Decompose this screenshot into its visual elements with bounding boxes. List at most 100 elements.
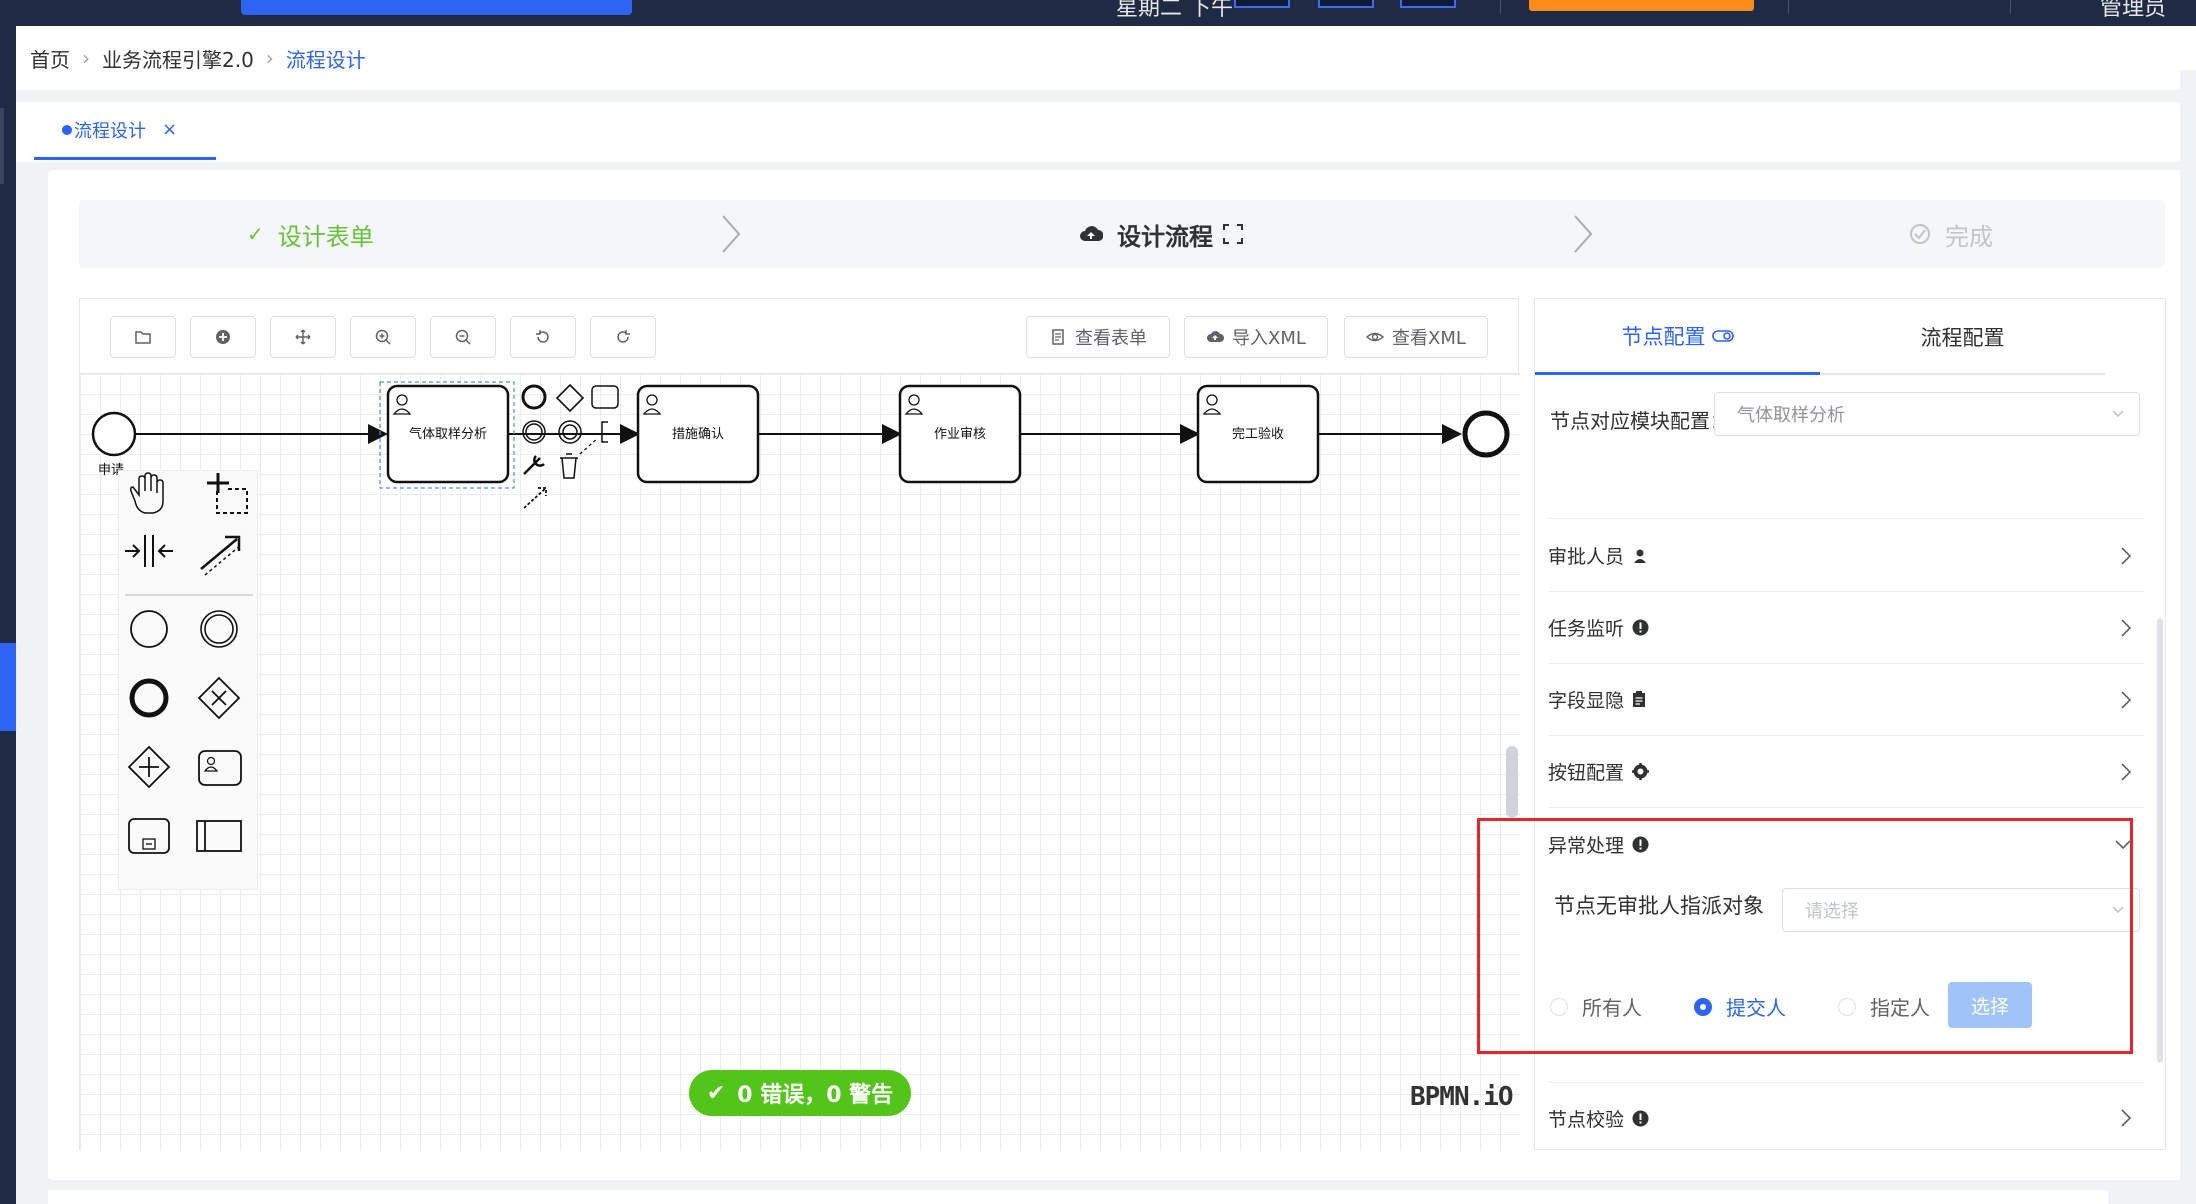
panel-resize-handle[interactable] bbox=[1506, 746, 1518, 818]
bpmn-logo[interactable]: BPMN.iO bbox=[1410, 1082, 1514, 1112]
radio-submitter[interactable]: 提交人 bbox=[1694, 992, 1786, 1021]
user-task[interactable] bbox=[386, 384, 510, 484]
undo-icon bbox=[536, 330, 549, 343]
fit-view-button[interactable] bbox=[270, 316, 336, 358]
chevron-right-icon bbox=[2121, 547, 2132, 565]
diagram-canvas[interactable]: 申请 气体取样分析 措施确认 bbox=[80, 373, 1520, 1151]
pool-icon[interactable] bbox=[196, 820, 242, 852]
zoom-in-button[interactable] bbox=[350, 316, 416, 358]
step-bar: ✓ 设计表单 设计流程 完成 bbox=[79, 200, 2165, 268]
nav-divider bbox=[1788, 0, 1789, 14]
breadcrumb-home[interactable]: 首页 bbox=[30, 47, 70, 72]
space-tool-icon[interactable] bbox=[125, 535, 173, 567]
selection-outline bbox=[379, 381, 515, 489]
user-name[interactable]: 管理员 bbox=[2100, 0, 2167, 21]
step-design-form[interactable]: ✓ 设计表单 bbox=[247, 200, 374, 268]
step-finish[interactable]: 完成 bbox=[1909, 200, 1993, 268]
panel-row-field-visibility[interactable]: 字段显隐 bbox=[1548, 664, 2144, 736]
intermediate-event-icon[interactable] bbox=[200, 610, 238, 648]
append-end-event-icon[interactable] bbox=[521, 384, 547, 410]
import-xml-button[interactable]: 导入XML bbox=[1184, 316, 1328, 358]
annotation-icon[interactable] bbox=[601, 421, 608, 443]
start-event-icon[interactable] bbox=[130, 610, 168, 648]
panel-scrollbar[interactable] bbox=[2157, 618, 2163, 1063]
step-design-process[interactable]: 设计流程 bbox=[1079, 200, 1243, 268]
bpmn-palette bbox=[118, 470, 258, 890]
start-event[interactable] bbox=[91, 411, 137, 457]
zoom-out-button[interactable] bbox=[430, 316, 496, 358]
connect-icon[interactable] bbox=[523, 487, 547, 509]
task-label: 作业审核 bbox=[934, 426, 986, 441]
card-bottom bbox=[48, 1190, 2108, 1204]
close-icon[interactable]: × bbox=[162, 119, 178, 140]
breadcrumb-current: 流程设计 bbox=[285, 47, 366, 72]
alert-icon bbox=[1632, 1110, 1649, 1127]
breadcrumb: 首页 › 业务流程引擎2.0 › 流程设计 bbox=[16, 26, 2196, 90]
nav-box-1[interactable] bbox=[1234, 0, 1290, 8]
view-xml-button[interactable]: 查看XML bbox=[1344, 316, 1488, 358]
clipboard-icon bbox=[1632, 691, 1646, 708]
sidebar-item[interactable] bbox=[0, 108, 4, 184]
end-event[interactable] bbox=[1462, 410, 1510, 458]
chevron-right-icon bbox=[2121, 619, 2132, 637]
lasso-tool-icon[interactable] bbox=[207, 473, 248, 514]
radio-specified-user[interactable]: 指定人 bbox=[1838, 992, 1930, 1021]
new-diagram-button[interactable] bbox=[190, 316, 256, 358]
append-timer-icon[interactable] bbox=[558, 420, 582, 444]
breadcrumb-engine[interactable]: 业务流程引擎2.0 bbox=[102, 47, 254, 72]
check-icon: ✓ bbox=[247, 222, 264, 246]
user-task[interactable] bbox=[636, 384, 760, 484]
nav-orange-button[interactable] bbox=[1529, 0, 1754, 11]
trash-icon[interactable] bbox=[560, 453, 578, 479]
end-event-icon[interactable] bbox=[129, 678, 169, 718]
zoom-out-icon bbox=[455, 329, 471, 345]
open-file-button[interactable] bbox=[110, 316, 176, 358]
lint-status-badge[interactable]: ✔ 0 错误，0 警告 bbox=[689, 1070, 911, 1116]
redo-button[interactable] bbox=[590, 316, 656, 358]
alert-icon bbox=[1632, 836, 1649, 853]
task-icon[interactable] bbox=[198, 750, 242, 786]
subprocess-icon[interactable] bbox=[128, 818, 170, 854]
nav-active-button[interactable] bbox=[241, 0, 632, 15]
append-gateway-icon[interactable] bbox=[555, 383, 585, 413]
radio-circle bbox=[1550, 997, 1568, 1016]
exclusive-gateway-icon[interactable] bbox=[197, 676, 241, 720]
step-label: 设计表单 bbox=[277, 222, 374, 251]
tab-process-config[interactable]: 流程配置 bbox=[1920, 326, 2005, 350]
eye-icon bbox=[1366, 332, 1385, 342]
panel-row-task-listener[interactable]: 任务监听 bbox=[1548, 592, 2144, 664]
radio-all-users[interactable]: 所有人 bbox=[1550, 992, 1642, 1021]
no-approver-select[interactable]: 请选择 bbox=[1782, 888, 2140, 932]
append-intermediate-icon[interactable] bbox=[522, 420, 546, 444]
choose-user-button[interactable]: 选择 bbox=[1948, 982, 2032, 1028]
chevron-down-icon bbox=[2115, 840, 2131, 850]
nav-box-2[interactable] bbox=[1318, 0, 1374, 8]
parallel-gateway-icon[interactable] bbox=[127, 745, 171, 789]
panel-row-node-validation[interactable]: 节点校验 bbox=[1548, 1082, 2144, 1154]
hand-tool-icon[interactable] bbox=[130, 472, 164, 514]
move-icon bbox=[295, 329, 311, 345]
no-approver-label: 节点无审批人指派对象 bbox=[1554, 894, 1764, 918]
view-form-button[interactable]: 查看表单 bbox=[1026, 316, 1170, 358]
tab-node-config[interactable]: 节点配置 bbox=[1535, 299, 1820, 375]
task-label: 措施确认 bbox=[672, 426, 724, 441]
bpmn-diagram: 申请 气体取样分析 措施确认 bbox=[91, 381, 1510, 509]
module-select[interactable]: 气体取样分析 bbox=[1714, 392, 2140, 436]
undo-button[interactable] bbox=[510, 316, 576, 358]
panel-row-button-config[interactable]: 按钮配置 bbox=[1548, 736, 2144, 808]
tab-process-design[interactable]: 流程设计 × bbox=[34, 102, 216, 160]
document-icon bbox=[1052, 329, 1064, 345]
panel-row-approvers[interactable]: 审批人员 bbox=[1548, 520, 2144, 592]
fullscreen-icon[interactable] bbox=[1223, 224, 1243, 244]
nav-box-3[interactable] bbox=[1400, 0, 1456, 8]
sidebar-item-active[interactable] bbox=[0, 643, 16, 731]
append-task-icon[interactable] bbox=[591, 385, 619, 409]
active-dot-icon bbox=[62, 124, 72, 135]
panel-row-exception[interactable]: 异常处理 bbox=[1548, 808, 2144, 880]
user-task[interactable] bbox=[1196, 384, 1320, 484]
wrench-icon[interactable] bbox=[523, 455, 545, 475]
user-task[interactable] bbox=[898, 384, 1022, 484]
nav-divider bbox=[2010, 0, 2011, 14]
highlight-box bbox=[1477, 818, 2133, 1054]
global-connect-icon[interactable] bbox=[200, 535, 242, 576]
